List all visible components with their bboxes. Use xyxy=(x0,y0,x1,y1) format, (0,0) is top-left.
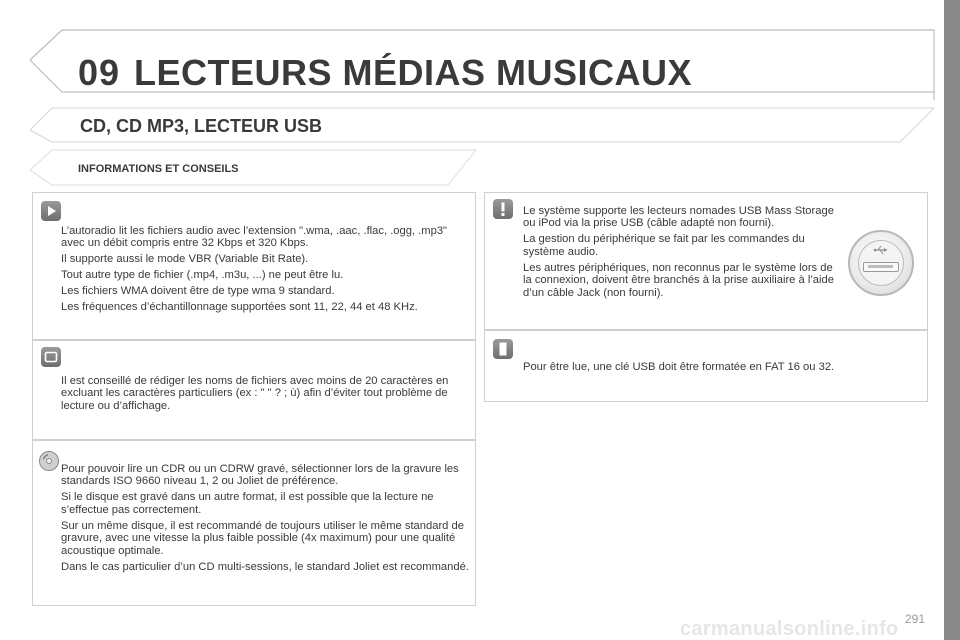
usb-logo-icon xyxy=(873,245,887,255)
info-box-usb-format: Pour être lue, une clé USB doit être for… xyxy=(484,330,928,402)
paragraph: Si le disque est gravé dans un autre for… xyxy=(61,491,434,516)
screen-icon xyxy=(41,347,61,367)
info-box-audio-formats: L’autoradio lit les fichiers audio avec … xyxy=(32,192,476,340)
warning-box-usb-devices: Le système supporte les lecteurs nomades… xyxy=(484,192,928,330)
paragraph: Pour être lue, une clé USB doit être for… xyxy=(523,361,835,373)
paragraph: Il supporte aussi le mode VBR (Variable … xyxy=(61,253,309,266)
chapter-title: LECTEURS MÉDIAS MUSICAUX xyxy=(134,52,693,93)
chapter-number: 09 xyxy=(78,52,121,93)
paragraph: La gestion du périphérique se fait par l… xyxy=(523,233,805,258)
info-box-cd-burning: Pour pouvoir lire un CDR ou un CDRW grav… xyxy=(32,440,476,606)
paragraph: Les autres périphériques, non reconnus p… xyxy=(523,261,834,299)
paragraph: L’autoradio lit les fichiers audio avec … xyxy=(61,225,448,250)
paragraph: Les fréquences d’échantillonnage support… xyxy=(61,301,418,314)
cd-icon xyxy=(39,451,59,471)
page-edge-bar xyxy=(944,0,960,640)
paragraph: Tout autre type de fichier (.mp4, .m3u, … xyxy=(61,269,344,282)
section-title: CD, CD MP3, LECTEUR USB xyxy=(80,116,323,136)
info-box-file-names: Il est conseillé de rédiger les noms de … xyxy=(32,340,476,440)
usb-port-illustration xyxy=(848,230,914,296)
usb-key-icon xyxy=(493,339,513,359)
subsection-title: INFORMATIONS ET CONSEILS xyxy=(78,163,239,175)
paragraph: Pour pouvoir lire un CDR ou un CDRW grav… xyxy=(61,463,459,488)
info-arrow-icon xyxy=(41,201,61,221)
page-number: 291 xyxy=(905,612,926,626)
paragraph: Il est conseillé de rédiger les noms de … xyxy=(61,375,449,412)
paragraph: Sur un même disque, il est recommandé de… xyxy=(61,519,464,557)
paragraph: Dans le cas particulier d’un CD multi-se… xyxy=(61,560,469,573)
watermark: carmanualsonline.info xyxy=(680,618,899,640)
paragraph: Le système supporte les lecteurs nomades… xyxy=(523,205,834,230)
paragraph: Les fichiers WMA doivent être de type wm… xyxy=(61,285,335,298)
warning-icon xyxy=(493,199,513,219)
